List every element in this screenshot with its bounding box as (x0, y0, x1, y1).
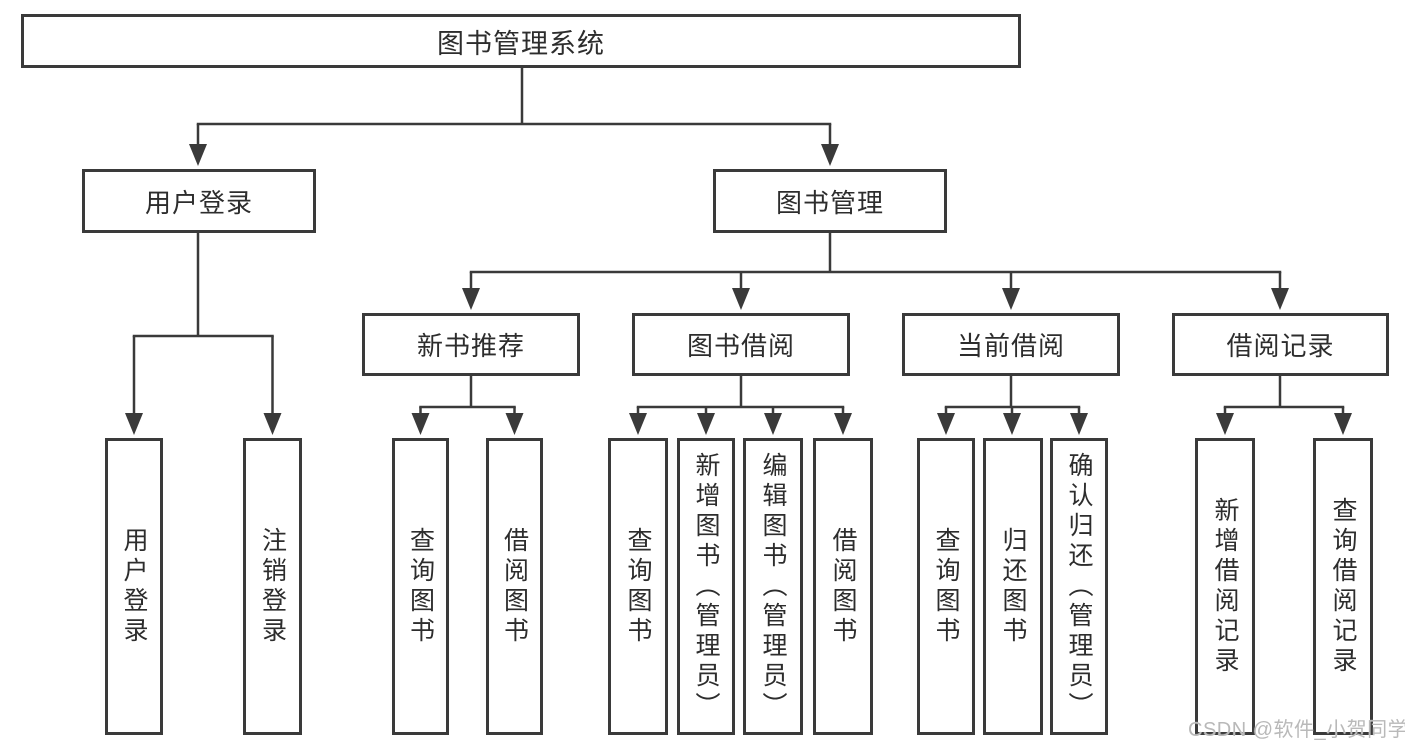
leaf-add-borrow-record: 新增借阅记录 (1195, 438, 1255, 735)
csdn-watermark: CSDN @软件_小贺同学 (1188, 719, 1405, 741)
node-book-management-label: 图书管理 (775, 187, 884, 218)
leaf-logout: 注销登录 (243, 438, 302, 735)
leaf-query-books-recommend: 查询图书 (392, 438, 449, 735)
node-current-borrowing-label: 当前借阅 (956, 331, 1065, 361)
node-borrowing-records-label: 借阅记录 (1226, 331, 1335, 361)
leaf-borrow-books-recommend: 借阅图书 (486, 438, 543, 735)
node-current-borrowing: 当前借阅 (902, 313, 1120, 376)
leaf-confirm-return-admin: 确认归还（管理员） (1050, 438, 1108, 735)
node-user-login: 用户登录 (82, 169, 316, 233)
node-book-management: 图书管理 (713, 169, 947, 233)
node-user-login-label: 用户登录 (144, 187, 253, 218)
leaf-return-books: 归还图书 (983, 438, 1043, 735)
node-root-label: 图书管理系统 (437, 28, 605, 59)
leaf-query-borrow-record: 查询借阅记录 (1313, 438, 1373, 735)
leaf-edit-books-admin: 编辑图书（管理员） (743, 438, 803, 735)
node-new-book-recommend-label: 新书推荐 (416, 331, 525, 361)
leaf-query-books-current: 查询图书 (917, 438, 975, 735)
leaf-query-books-borrow: 查询图书 (608, 438, 668, 735)
node-book-borrowing-label: 图书借阅 (686, 331, 795, 361)
leaf-user-login: 用户登录 (105, 438, 163, 735)
leaf-add-books-admin: 新增图书（管理员） (677, 438, 735, 735)
node-borrowing-records: 借阅记录 (1172, 313, 1389, 376)
node-root: 图书管理系统 (21, 14, 1021, 68)
leaf-borrow-books: 借阅图书 (813, 438, 873, 735)
node-book-borrowing: 图书借阅 (632, 313, 850, 376)
node-new-book-recommend: 新书推荐 (362, 313, 580, 376)
